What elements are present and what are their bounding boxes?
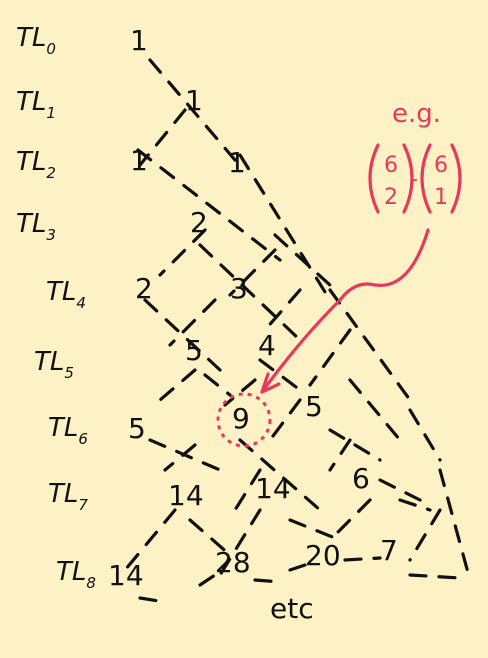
node-value: 20: [305, 539, 341, 572]
edge: [408, 408, 442, 462]
edge: [348, 378, 402, 442]
annotation: e.g. 6 2 - 6 1: [216, 99, 462, 448]
edge: [143, 298, 222, 372]
node-value: 1: [185, 84, 203, 117]
node-value: 4: [258, 329, 276, 362]
node-value: 1: [228, 146, 246, 179]
row-label-0: TL0: [16, 23, 56, 58]
binom-b-bottom: 1: [434, 185, 448, 210]
edge: [198, 243, 302, 342]
edge: [343, 556, 382, 562]
node-value: 2: [135, 272, 153, 305]
annotation-eg: e.g.: [392, 99, 441, 129]
edge: [328, 428, 382, 462]
edge: [168, 298, 217, 347]
lattice-edges: [123, 58, 472, 604]
binom-a-bottom: 2: [384, 185, 398, 210]
node-value: 2: [190, 206, 208, 239]
row-label-1: TL1: [16, 87, 56, 122]
edge: [238, 153, 332, 302]
paren-icon: [402, 143, 414, 214]
node-value: 1: [130, 144, 148, 177]
row-labels: TL0 TL1 TL2 TL3 TL4 TL5 TL6 TL7 TL8: [16, 23, 96, 592]
edge: [188, 518, 232, 557]
minus-sign: -: [410, 167, 418, 192]
row-label-8: TL8: [56, 557, 96, 592]
edge: [233, 468, 262, 512]
node-value: 1: [130, 24, 148, 57]
edge: [158, 228, 207, 277]
edge: [288, 518, 342, 542]
edge: [136, 148, 282, 262]
node-value: 14: [108, 559, 144, 592]
node-values: 1 1 1 1 2 2 3 5 4 5 9 5 14 14 6 14 28 20…: [108, 24, 398, 592]
node-value: 5: [185, 334, 203, 367]
footer-etc: etc: [270, 592, 314, 625]
edge: [398, 498, 432, 512]
edge: [263, 288, 302, 332]
arrow-line: [260, 228, 430, 394]
row-label-7: TL7: [48, 479, 88, 514]
edge: [308, 328, 352, 387]
paren-icon: [420, 143, 432, 214]
edge: [223, 378, 257, 407]
arrowhead-icon: [260, 372, 281, 394]
node-value: 6: [352, 462, 370, 495]
binom-b-top: 6: [434, 153, 448, 178]
edge: [328, 498, 372, 542]
edge: [273, 233, 332, 287]
edge: [148, 58, 237, 162]
edge: [203, 373, 232, 397]
node-value: 5: [305, 390, 323, 423]
edge: [198, 573, 217, 587]
edge: [138, 108, 187, 167]
edge: [123, 508, 177, 572]
edge: [138, 596, 167, 604]
paren-icon: [450, 143, 462, 214]
edge: [218, 508, 262, 577]
edge: [163, 443, 197, 472]
edge: [268, 398, 302, 442]
row-label-6: TL6: [48, 413, 88, 448]
row-label-2: TL2: [16, 147, 56, 182]
paren-icon: [368, 143, 380, 214]
node-value: 3: [230, 272, 248, 305]
node-value: 14: [168, 479, 204, 512]
binom-a-top: 6: [384, 153, 398, 178]
edge: [378, 478, 422, 502]
node-value: 28: [215, 546, 251, 579]
edge: [253, 578, 282, 584]
edge: [228, 248, 277, 297]
row-label-3: TL3: [16, 209, 56, 244]
node-value: 7: [380, 534, 398, 567]
edge: [238, 438, 322, 512]
edge: [288, 563, 307, 572]
edge: [408, 508, 442, 562]
edge: [438, 468, 472, 582]
row-label-4: TL4: [46, 277, 86, 312]
row-label-5: TL5: [34, 347, 74, 382]
highlight-circle: [216, 392, 272, 448]
node-value: 5: [128, 412, 146, 445]
node-value: 9: [232, 402, 250, 435]
edge: [408, 573, 462, 580]
edge: [328, 288, 412, 402]
edge: [258, 358, 302, 392]
edge: [158, 368, 197, 402]
edge: [328, 438, 352, 472]
node-value: 14: [255, 472, 291, 505]
